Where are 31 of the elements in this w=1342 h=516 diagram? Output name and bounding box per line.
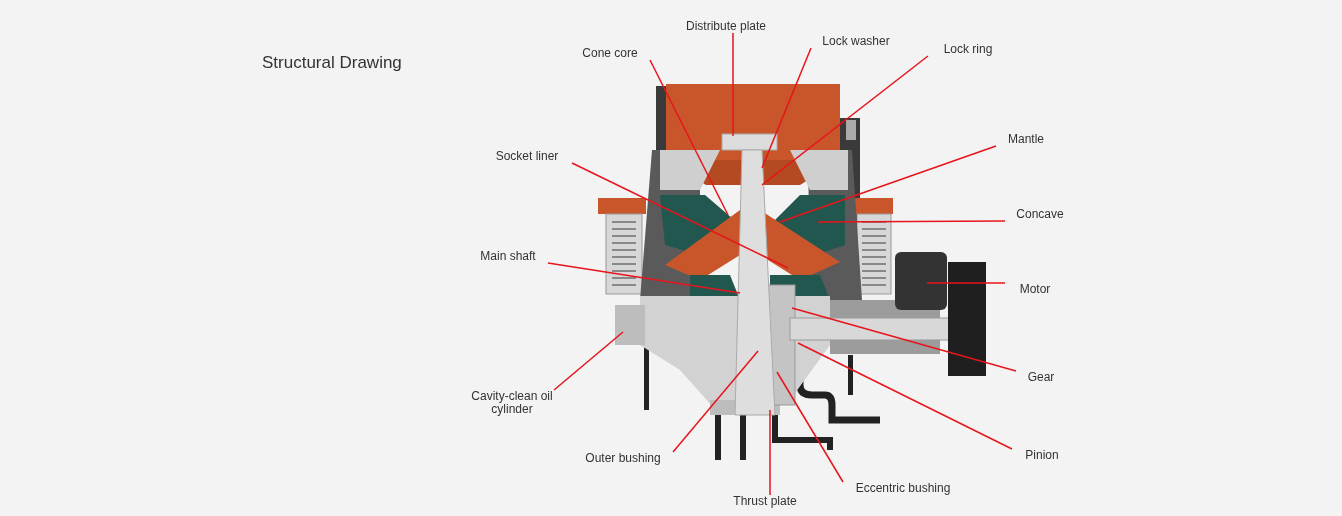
leader-line xyxy=(791,307,1017,372)
leader-line xyxy=(732,32,734,137)
leader-line xyxy=(797,342,1013,450)
part-label: Socket liner xyxy=(495,150,559,163)
part-label: Outer bushing xyxy=(585,452,661,465)
leader-line xyxy=(761,47,812,169)
leader-line xyxy=(571,162,789,269)
part-label: Eccentric bushing xyxy=(855,482,951,495)
part-label: Gear xyxy=(1027,371,1055,384)
leader-line xyxy=(769,409,771,496)
part-label: Concave xyxy=(1016,208,1064,221)
leader-line xyxy=(547,262,741,294)
leader-line xyxy=(779,145,997,223)
part-label: Motor xyxy=(1019,283,1051,296)
leader-line xyxy=(649,59,729,216)
part-label: Thrust plate xyxy=(733,495,797,508)
part-label: Lock ring xyxy=(943,43,993,56)
leader-line xyxy=(817,220,1006,223)
leader-line xyxy=(553,331,624,391)
part-label: Cone core xyxy=(582,47,638,60)
leader-line xyxy=(761,55,929,186)
part-label: Mantle xyxy=(1008,133,1044,146)
leader-line xyxy=(776,371,844,483)
leader-line xyxy=(926,282,1006,284)
leader-line xyxy=(672,350,759,453)
drawing-title: Structural Drawing xyxy=(262,52,402,74)
part-label: Cavity-clean oil cylinder xyxy=(470,390,554,416)
part-label: Pinion xyxy=(1025,449,1059,462)
part-label: Main shaft xyxy=(480,250,536,263)
part-label: Lock washer xyxy=(822,35,890,48)
part-label: Distribute plate xyxy=(685,20,766,33)
